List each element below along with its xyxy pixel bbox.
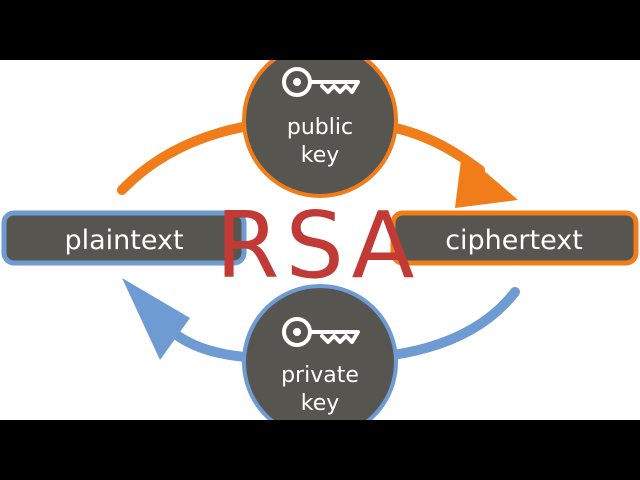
public-key-line2: key [301, 143, 340, 168]
ciphertext-box: ciphertext [390, 210, 639, 266]
key-icon [282, 317, 360, 347]
rsa-diagram: plaintext ciphertext public key [0, 60, 640, 420]
public-key-node: public key [242, 60, 398, 198]
public-key-line1: public [287, 115, 353, 140]
diagram-svg: plaintext ciphertext public key [1, 60, 639, 420]
key-icon [282, 67, 360, 97]
encrypt-arrowhead [455, 152, 518, 208]
decrypt-arrowhead [122, 278, 190, 360]
plaintext-label: plaintext [64, 225, 183, 256]
plaintext-box: plaintext [1, 210, 247, 266]
ciphertext-label: ciphertext [445, 225, 583, 256]
rsa-logo: RSA [216, 192, 421, 299]
private-key-line2: key [301, 391, 340, 416]
private-key-node: private key [242, 284, 398, 420]
private-key-line1: private [281, 363, 359, 388]
